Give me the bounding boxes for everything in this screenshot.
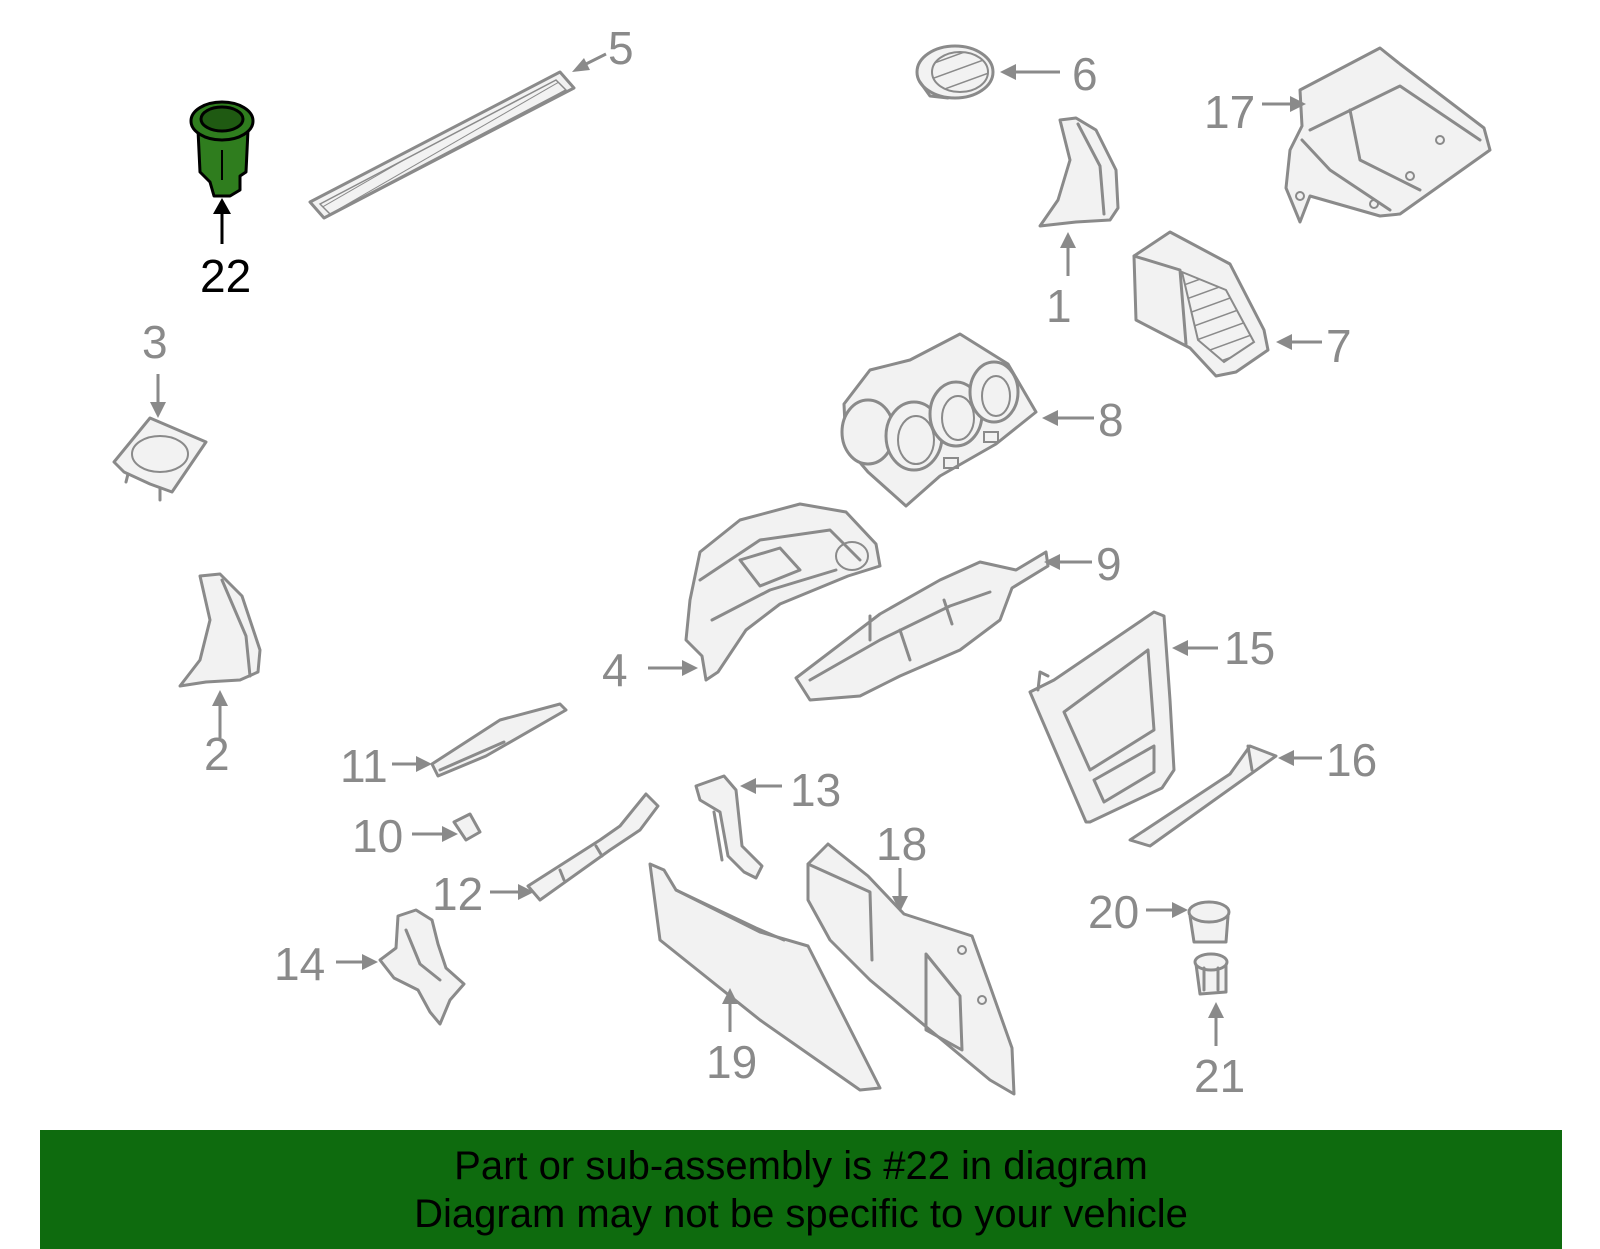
banner-line-part: Part or sub-assembly is #22 in diagram	[454, 1144, 1148, 1188]
arrow-20	[1146, 902, 1188, 918]
part-15[interactable]	[1028, 610, 1176, 824]
part-6[interactable]	[915, 44, 995, 100]
callout-17: 17	[1204, 86, 1255, 138]
callout-8: 8	[1098, 394, 1124, 446]
arrow-18	[892, 868, 908, 912]
callout-20: 20	[1088, 886, 1139, 938]
arrow-1	[1060, 232, 1076, 276]
arrow-21	[1208, 1002, 1224, 1046]
callout-5: 5	[608, 22, 634, 74]
part-11[interactable]	[430, 702, 568, 778]
part-20[interactable]	[1187, 900, 1231, 944]
callout-3: 3	[142, 316, 168, 368]
arrow-8	[1042, 410, 1094, 426]
arrow-15	[1172, 640, 1218, 656]
banner-line-disclaimer: Diagram may not be specific to your vehi…	[414, 1192, 1188, 1236]
arrow-19	[722, 988, 738, 1032]
arrow-7	[1276, 334, 1322, 350]
part-14[interactable]	[378, 908, 466, 1026]
callout-14: 14	[274, 938, 325, 990]
part-7[interactable]	[1132, 230, 1270, 378]
part-4[interactable]	[684, 502, 882, 682]
part-13[interactable]	[694, 774, 764, 880]
callout-13: 13	[790, 764, 841, 816]
callout-19: 19	[706, 1036, 757, 1088]
arrow-6	[1000, 64, 1060, 80]
part-18[interactable]	[806, 842, 1016, 1096]
arrow-2	[212, 690, 228, 738]
callout-4: 4	[602, 644, 628, 696]
callout-21: 21	[1194, 1050, 1245, 1102]
arrow-17	[1262, 96, 1306, 112]
part-5[interactable]	[308, 70, 576, 220]
arrow-4	[648, 660, 698, 676]
part-10[interactable]	[452, 812, 482, 842]
part-9[interactable]	[794, 550, 1050, 702]
arrow-22	[213, 198, 231, 244]
part-2[interactable]	[178, 572, 262, 688]
arrow-10	[412, 826, 458, 842]
callout-2: 2	[204, 728, 230, 780]
arrow-14	[336, 954, 378, 970]
callout-9: 9	[1096, 538, 1122, 590]
arrow-11	[392, 756, 432, 772]
callout-16: 16	[1326, 734, 1377, 786]
callout-6: 6	[1072, 48, 1098, 100]
part-1[interactable]	[1038, 116, 1120, 228]
callout-1: 1	[1046, 280, 1072, 332]
callout-15: 15	[1224, 622, 1275, 674]
part-3[interactable]	[112, 416, 208, 502]
part-19[interactable]	[648, 862, 882, 1092]
callout-7: 7	[1326, 320, 1352, 372]
part-22[interactable]	[189, 100, 255, 198]
callout-12: 12	[432, 868, 483, 920]
part-8[interactable]	[840, 332, 1038, 508]
part-17[interactable]	[1284, 46, 1492, 224]
part-16[interactable]	[1128, 744, 1278, 848]
callout-10: 10	[352, 810, 403, 862]
arrow-9	[1044, 554, 1092, 570]
arrow-13	[740, 778, 782, 794]
arrow-5	[572, 52, 607, 72]
part-12[interactable]	[526, 792, 660, 902]
arrow-16	[1278, 750, 1322, 766]
callout-22: 22	[200, 250, 251, 302]
info-banner: Part or sub-assembly is #22 in diagram D…	[40, 1130, 1562, 1249]
arrow-3	[150, 374, 166, 418]
callout-11: 11	[340, 740, 388, 792]
arrow-12	[490, 884, 534, 900]
callout-18: 18	[876, 818, 927, 870]
part-21[interactable]	[1193, 952, 1229, 996]
